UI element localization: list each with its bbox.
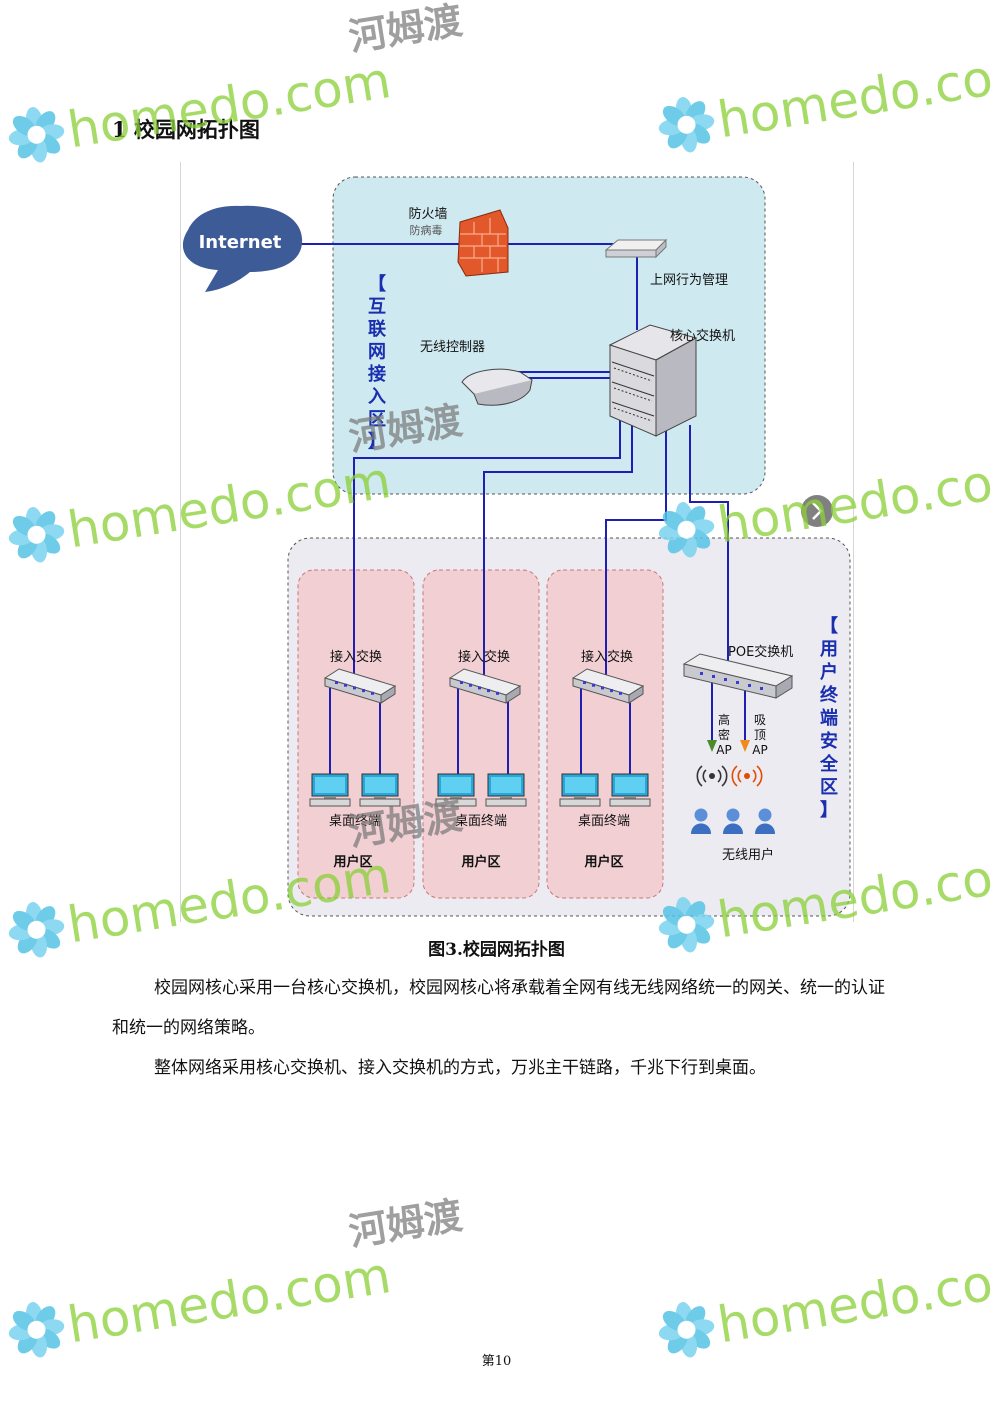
access-switch-icon xyxy=(323,668,397,704)
desktop-computer-icon xyxy=(359,773,401,807)
behavior-management-icon xyxy=(604,238,668,259)
internet-zone-label-char: 入 xyxy=(368,387,386,408)
next-arrow-button[interactable] xyxy=(801,495,833,527)
access-switch-icon xyxy=(448,668,522,704)
internet-zone-label-char: 网 xyxy=(368,342,386,363)
desktop-computer-icon xyxy=(609,773,651,807)
behavior-management-label: 上网行为管理 xyxy=(650,273,728,288)
paragraph-1: 校园网核心采用一台核心交换机，校园网核心将承载着全网有线无线网络统一的网关、统一… xyxy=(112,978,885,1038)
terminal-zone-label-char: 用 xyxy=(820,639,838,660)
user-icon xyxy=(691,808,711,834)
desktop-label: 桌面终端 xyxy=(329,813,381,829)
internet-zone-label-char: 联 xyxy=(368,319,386,340)
access-switch-label: 接入交换 xyxy=(330,649,382,665)
desktop-computer-icon xyxy=(309,773,351,807)
poe-switch-label: POE交换机 xyxy=(728,644,793,660)
high-density-ap-label-char: 密 xyxy=(718,727,730,742)
internet-zone-label-char: 接 xyxy=(368,363,386,385)
firewall-label: 防火墙 xyxy=(408,206,447,222)
high-density-ap-icon xyxy=(696,740,728,787)
high-density-ap-label-suffix: AP xyxy=(716,743,731,757)
user-zone-label-2: 用户区 xyxy=(460,854,500,870)
internet-cloud-icon xyxy=(182,205,303,292)
internet-zone-label-char: 区 xyxy=(368,409,386,430)
firewall-icon xyxy=(457,209,509,277)
poe-switch-icon xyxy=(682,653,794,699)
internet-label: Internet xyxy=(199,232,282,253)
firewall-sub-label: 防病毒 xyxy=(410,223,443,237)
user-icon xyxy=(755,808,775,834)
figure-frame xyxy=(180,162,854,922)
ceiling-ap-label-char: 吸 xyxy=(754,713,766,727)
access-switch-label: 接入交换 xyxy=(581,649,633,665)
user-zone-label-1: 用户区 xyxy=(332,854,372,870)
desktop-computer-icon xyxy=(559,773,601,807)
user-icon xyxy=(723,808,743,834)
paragraph-2: 整体网络采用核心交换机、接入交换机的方式，万兆主干链路，千兆下行到桌面。 xyxy=(154,1058,766,1078)
internet-zone-label-char: 【 xyxy=(368,274,386,295)
terminal-zone-label-char: 【 xyxy=(820,616,838,637)
page-number: 第10 xyxy=(481,1354,512,1369)
ceiling-ap-label-char: 顶 xyxy=(754,728,766,742)
wireless-user-icons xyxy=(691,808,775,834)
network-links xyxy=(300,243,729,778)
ceiling-ap-icon xyxy=(731,740,763,787)
access-switch-icon xyxy=(571,668,645,704)
terminal-zone-label-char: 全 xyxy=(819,753,839,775)
wireless-controller-label: 无线控制器 xyxy=(420,340,485,355)
user-zone-1 xyxy=(297,569,415,899)
figure-caption: 图3.校园网拓扑图 xyxy=(428,940,565,960)
section-heading: 1 校园网拓扑图 xyxy=(112,117,260,142)
access-switch-label: 接入交换 xyxy=(458,649,510,665)
desktop-label: 桌面终端 xyxy=(455,813,507,829)
core-switch-label: 核心交换机 xyxy=(670,328,735,344)
internet-zone-label-char: 互 xyxy=(368,297,386,318)
terminal-zone-label-char: 户 xyxy=(820,661,838,683)
user-zone-2 xyxy=(422,569,540,899)
access-switches: 接入交换 接入交换 接入交换 xyxy=(323,649,645,704)
user-zone-label-3: 用户区 xyxy=(583,854,623,870)
desktop-computer-icon xyxy=(435,773,477,807)
terminal-zone-label-char: 端 xyxy=(820,708,838,729)
desktop-computer-icon xyxy=(485,773,527,807)
core-switch-icon xyxy=(608,324,698,437)
wireless-controller-icon xyxy=(461,368,533,406)
terminal-zone-label-char: 终 xyxy=(820,684,839,706)
ceiling-ap-label-suffix: AP xyxy=(752,743,767,757)
desktop-terminals: 桌面终端 桌面终端 桌面终端 xyxy=(309,773,651,829)
terminal-zone-label-char: 】 xyxy=(820,800,838,821)
wireless-users-label: 无线用户 xyxy=(722,847,774,863)
terminal-zone-label-char: 安 xyxy=(820,730,838,752)
desktop-label: 桌面终端 xyxy=(578,813,630,829)
high-density-ap-label-char: 高 xyxy=(718,712,730,727)
internet-zone-label-char: 】 xyxy=(368,432,386,453)
terminal-zone-label-char: 区 xyxy=(820,777,838,798)
